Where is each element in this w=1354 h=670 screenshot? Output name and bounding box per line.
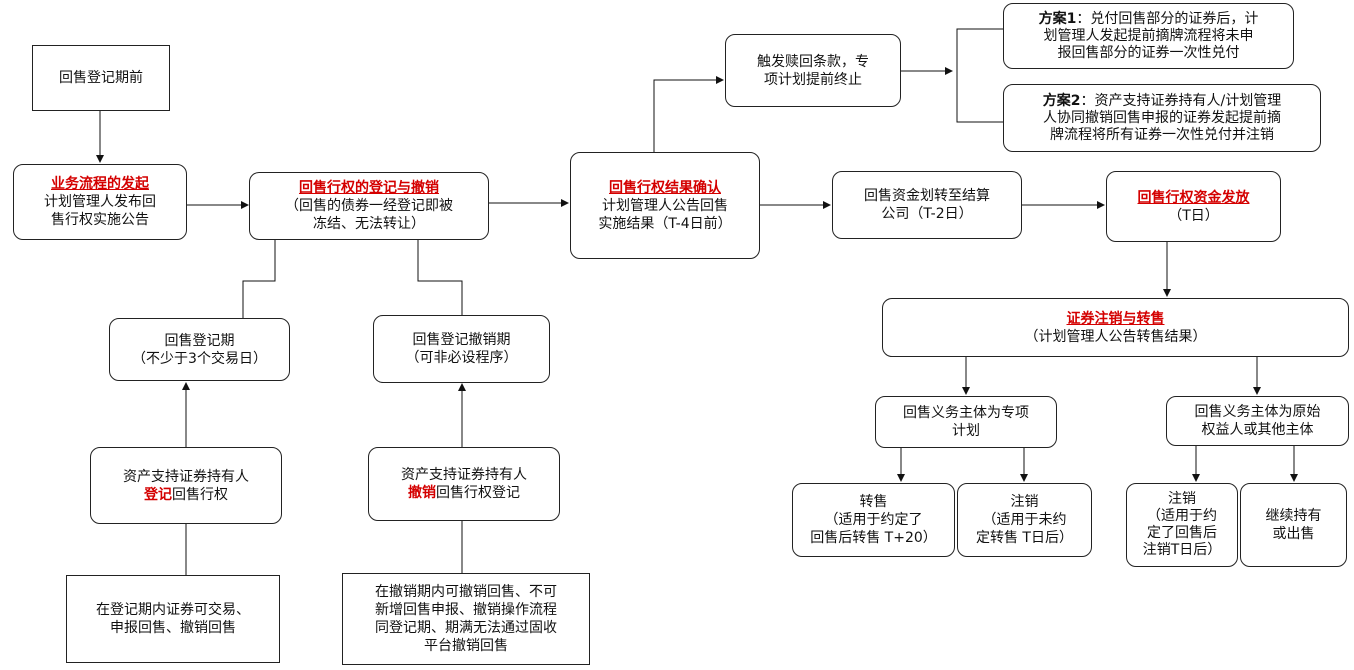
cancel-a-box: 注销 （适用于未约 定转售 T日后） (957, 483, 1092, 557)
initiation-box: 业务流程的发起 计划管理人发布回 售行权实施公告 (13, 164, 187, 240)
initiation-title: 业务流程的发起 (51, 176, 149, 192)
note-register-box: 在登记期内证券可交易、 申报回售、撤销回售 (66, 575, 280, 663)
result-confirm-title: 回售行权结果确认 (609, 179, 721, 196)
fund-release-box: 回售行权资金发放 （T日） (1106, 171, 1281, 242)
holder-register-box: 资产支持证券持有人 登记回售行权 (90, 447, 282, 524)
fund-release-title: 回售行权资金发放 (1137, 189, 1250, 206)
cancel-resale-title: 证券注销与转售 (1066, 310, 1165, 327)
registration-period-box: 回售登记期 （不少于3个交易日） (109, 318, 290, 381)
plan1-box: 方案1：兑付回售部分的证券后，计 划管理人发起提前摘牌流程将未申 报回售部分的证… (1003, 3, 1294, 69)
resale-box: 转售 （适用于约定了 回售后转售 T+20） (792, 483, 955, 557)
cancel-period-box: 回售登记撤销期 （可非必设程序） (373, 315, 550, 383)
cancel-resale-box: 证券注销与转售 （计划管理人公告转售结果） (882, 298, 1349, 357)
register-cancel-box: 回售行权的登记与撤销 （回售的债券一经登记即被 冻结、无法转让） (249, 172, 489, 240)
register-cancel-title: 回售行权的登记与撤销 (299, 180, 439, 196)
obligor-special-box: 回售义务主体为专项 计划 (875, 396, 1057, 448)
obligor-original-box: 回售义务主体为原始 权益人或其他主体 (1166, 396, 1349, 446)
result-confirm-box: 回售行权结果确认 计划管理人公告回售 实施结果（T-4日前） (570, 152, 760, 259)
hold-or-sell-box: 继续持有 或出售 (1240, 483, 1347, 567)
pre-registration-box: 回售登记期前 (32, 45, 170, 111)
plan2-box: 方案2：资产支持证券持有人/计划管理 人协同撤销回售申报的证券发起提前摘 牌流程… (1003, 84, 1321, 152)
fund-transfer-box: 回售资金划转至结算 公司（T-2日） (832, 171, 1022, 239)
note-cancel-box: 在撤销期内可撤销回售、不可 新增回售申报、撤销操作流程 同登记期、期满无法通过固… (342, 573, 590, 665)
holder-cancel-box: 资产支持证券持有人 撤销回售行权登记 (368, 447, 560, 521)
cancel-b-box: 注销 （适用于约 定了回售后 注销T日后） (1126, 483, 1238, 567)
redemption-trigger-box: 触发赎回条款，专 项计划提前终止 (725, 34, 901, 107)
